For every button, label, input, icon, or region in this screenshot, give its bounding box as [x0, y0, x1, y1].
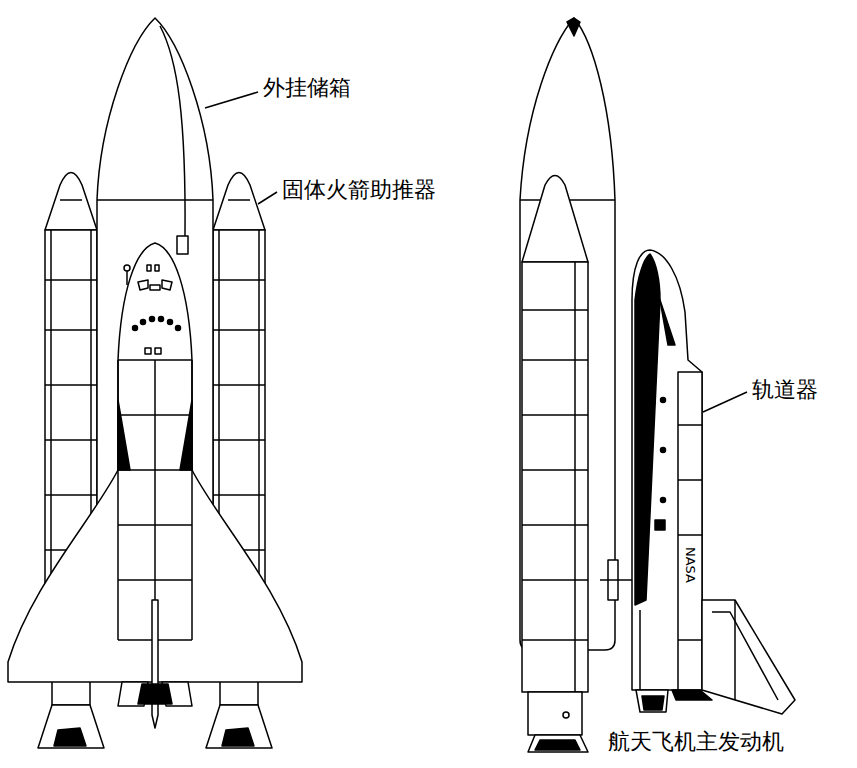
orbiter [176, 326, 181, 331]
solid-rocket-booster [522, 176, 588, 263]
solid-rocket-booster [528, 692, 582, 735]
orbiter [661, 498, 666, 503]
part-label: 固体火箭助推器 [282, 176, 436, 205]
solid-rocket-booster [45, 173, 97, 231]
part-label: 轨道器 [752, 376, 818, 405]
solid-rocket-booster [535, 740, 580, 750]
solid-rocket-booster [45, 329, 97, 331]
orbiter [124, 265, 130, 271]
orbiter [672, 690, 712, 700]
orbiter [159, 317, 164, 322]
orbiter [678, 424, 702, 426]
leader-line [258, 192, 277, 204]
part-label: 外挂储箱 [263, 74, 351, 103]
solid-rocket-booster [528, 735, 588, 752]
solid-rocket-booster [522, 579, 588, 581]
orbiter [154, 360, 156, 600]
leader-line [205, 92, 747, 412]
orbiter [118, 579, 192, 581]
solid-rocket-booster [213, 329, 265, 331]
orbiter [639, 610, 641, 690]
solid-rocket-booster [60, 199, 82, 201]
orbiter [600, 250, 795, 714]
solid-rocket-booster [45, 494, 97, 496]
orbiter [661, 398, 666, 403]
solid-rocket-booster [220, 680, 258, 705]
orbiter [702, 600, 795, 714]
solid-rocket-booster [52, 680, 90, 705]
solid-rocket-booster [45, 279, 97, 281]
solid-rocket-booster [213, 384, 265, 386]
orbiter [632, 250, 702, 690]
orbiter [141, 320, 146, 325]
solid-rocket-booster [522, 262, 588, 692]
orbiter [126, 271, 128, 285]
orbiter [145, 348, 151, 354]
orbiter [133, 326, 138, 331]
orbiter [118, 524, 192, 526]
solid-rocket-booster [522, 414, 588, 416]
solid-rocket-booster [45, 439, 97, 441]
orbiter [147, 265, 151, 271]
orbiter [678, 639, 702, 641]
solid-rocket-booster [522, 524, 588, 526]
orbiter [635, 254, 660, 605]
orbiter [600, 579, 632, 581]
orbiter [734, 600, 736, 700]
solid-rocket-booster [574, 262, 576, 692]
solid-rocket-booster [213, 173, 265, 231]
orbiter [162, 280, 172, 290]
external-tank [97, 199, 213, 201]
solid-rocket-booster [228, 199, 250, 201]
solid-rocket-booster [563, 712, 569, 718]
orbiter [150, 317, 155, 322]
leader-line [703, 392, 747, 412]
orbiter [152, 600, 158, 728]
solid-rocket-booster [213, 279, 265, 281]
external-tank [567, 18, 580, 36]
orbiter [636, 690, 668, 712]
orbiter [678, 534, 702, 536]
orbiter [712, 612, 778, 700]
solid-rocket-booster [213, 439, 265, 441]
orbiter [642, 696, 664, 710]
orbiter [8, 243, 302, 728]
orbiter [155, 348, 161, 354]
external-tank [177, 236, 188, 254]
solid-rocket-booster [38, 705, 104, 748]
orbiter [168, 320, 173, 325]
orbiter [155, 265, 159, 271]
orbiter [655, 520, 665, 530]
solid-rocket-booster [213, 494, 265, 496]
orbiter [118, 400, 130, 470]
part-label: 航天飞机主发动机 [608, 728, 784, 757]
solid-rocket-booster [222, 728, 254, 746]
orbiter [660, 300, 675, 345]
orbiter [180, 400, 192, 470]
leader-line [205, 92, 258, 108]
solid-rocket-booster [522, 309, 588, 311]
orbiter [678, 479, 702, 481]
solid-rocket-booster [522, 359, 588, 361]
solid-rocket-booster [522, 469, 588, 471]
solid-rocket-booster [522, 176, 588, 753]
orbiter [118, 359, 192, 361]
logo-text: NASA [682, 545, 699, 585]
orbiter [138, 684, 172, 704]
solid-rocket-booster [522, 639, 588, 641]
orbiter [118, 414, 192, 416]
orbiter [678, 372, 702, 690]
solid-rocket-booster [45, 384, 97, 386]
orbiter [661, 448, 666, 453]
solid-rocket-booster [206, 705, 272, 748]
external-tank [160, 26, 185, 236]
orbiter [150, 285, 160, 290]
orbiter [138, 280, 148, 290]
solid-rocket-booster [54, 728, 86, 746]
